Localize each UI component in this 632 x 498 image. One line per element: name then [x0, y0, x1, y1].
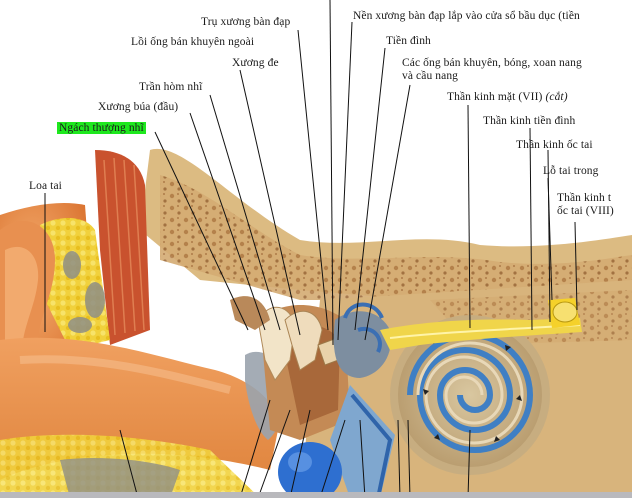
label-vestibule: Tiền đình [386, 35, 431, 47]
label-incus: Xương đe [232, 57, 279, 69]
vestibule-shape [333, 311, 391, 378]
label-canals-line1: Các ống bán khuyên, bóng, xoan nang [402, 57, 582, 69]
label-vestibulocochlear-line1: Thần kinh t [557, 192, 612, 204]
bottom-strip [0, 492, 632, 498]
label-vestibulocochlear-line2: ốc tai (VIII) [557, 205, 614, 217]
label-epitympanic-recess: Ngách thượng nhĩ [57, 122, 146, 135]
highlight-epitympanic-recess: Ngách thượng nhĩ [57, 122, 146, 134]
label-malleus: Xương búa (đầu) [98, 101, 179, 113]
facial-nerve-text: Thần kinh mặt (VII) [447, 91, 543, 103]
label-stapes-base: Nền xương bàn đạp lắp vào cửa sổ bầu dục… [353, 10, 580, 22]
label-tympanic-roof: Trần hòm nhĩ [139, 81, 203, 93]
label-cochlear-nerve: Thần kinh ốc tai [516, 139, 593, 151]
incus-shape [284, 310, 323, 371]
label-internal-meatus: Lỗ tai trong [543, 165, 599, 177]
label-lateral-canal-prominence: Lồi ống bán khuyên ngoài [131, 36, 255, 48]
label-stapes-crus: Trụ xương bàn đạp [201, 16, 291, 28]
label-auricle: Loa tai [29, 180, 62, 192]
label-canals-line2: và cầu nang [402, 70, 459, 82]
label-facial-nerve: Thần kinh mặt (VII) (cắt) [447, 91, 568, 104]
facial-nerve-note: (cắt) [545, 91, 568, 103]
vestibular-canal [330, 385, 395, 498]
label-vestibular-nerve: Thần kinh tiền đình [483, 115, 576, 127]
cochlea-shape [390, 315, 550, 475]
